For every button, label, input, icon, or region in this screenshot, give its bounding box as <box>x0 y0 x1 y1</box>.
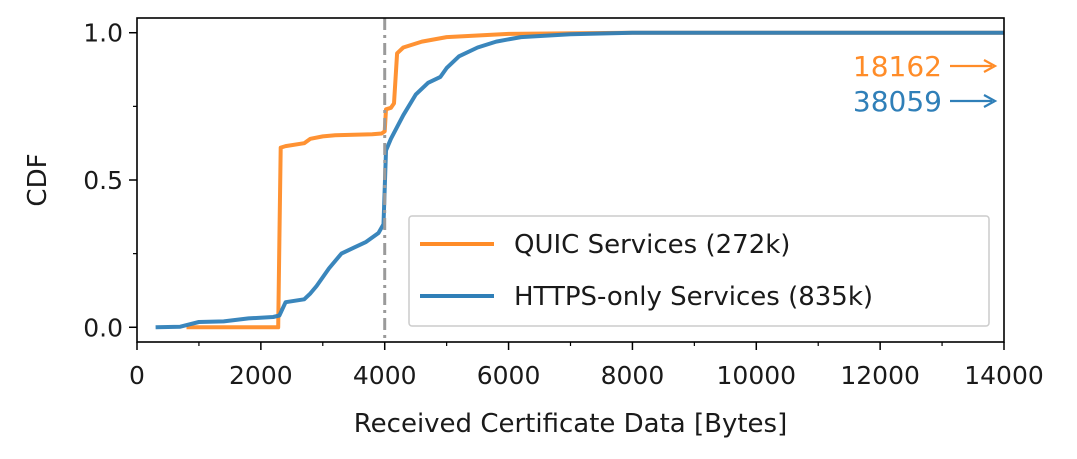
arrow-right-icon <box>983 94 998 108</box>
y-tick-label: 0.5 <box>83 166 123 195</box>
x-tick-label: 2000 <box>229 361 293 390</box>
legend: QUIC Services (272k) HTTPS-only Services … <box>408 215 990 327</box>
x-axis: 0 2000 4000 6000 8000 10000 12000 14000 <box>129 342 1044 390</box>
y-axis-label: CDF <box>23 153 53 206</box>
legend-box <box>408 215 990 327</box>
x-tick-label: 12000 <box>840 361 920 390</box>
annotation-value: 18162 <box>853 50 942 83</box>
x-tick-label: 8000 <box>601 361 665 390</box>
annotation-value: 38059 <box>853 85 942 118</box>
y-axis: 0.0 0.5 1.0 <box>83 19 137 342</box>
y-tick-label: 0.0 <box>83 313 123 342</box>
series-line-0 <box>186 30 1004 330</box>
series-line-1 <box>155 30 1004 330</box>
x-axis-label: Received Certificate Data [Bytes] <box>354 409 787 439</box>
x-tick-label: 0 <box>129 361 145 390</box>
x-tick-label: 6000 <box>477 361 541 390</box>
x-tick-label: 14000 <box>964 361 1044 390</box>
arrow-right-icon <box>983 59 998 73</box>
y-tick-label: 1.0 <box>83 19 123 48</box>
x-tick-label: 10000 <box>717 361 797 390</box>
legend-entry-label: QUIC Services (272k) <box>514 230 790 260</box>
legend-entry-label: HTTPS-only Services (835k) <box>514 282 873 312</box>
x-tick-label: 4000 <box>353 361 417 390</box>
series-layer <box>155 30 1004 330</box>
